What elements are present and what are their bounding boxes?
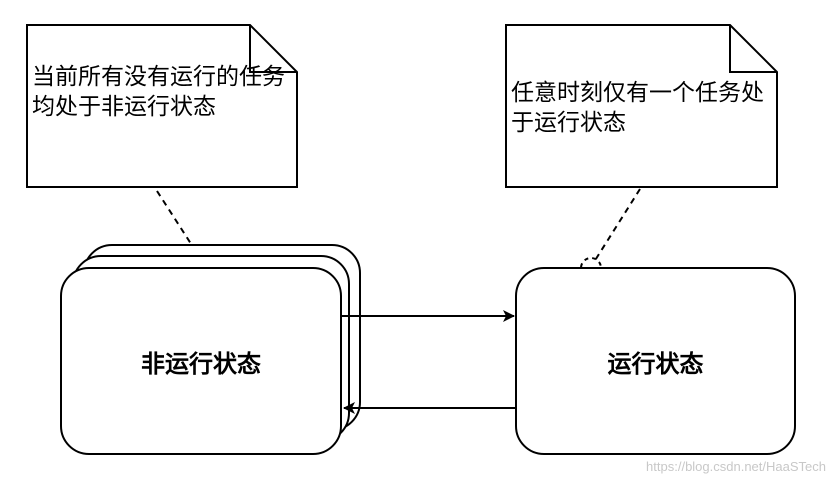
left-note-shape xyxy=(26,24,298,188)
left-note-text: 当前所有没有运行的任务均处于非运行状态 xyxy=(32,64,285,120)
watermark-text: https://blog.csdn.net/HaaSTech xyxy=(646,459,826,474)
running-state-box xyxy=(515,267,796,455)
non-running-state-box xyxy=(60,244,361,455)
running-state-label: 运行状态 xyxy=(607,350,704,378)
non-running-state-label: 非运行状态 xyxy=(141,350,261,378)
right-note-connector xyxy=(593,188,641,263)
right-note-text: 任意时刻仅有一个任务处于运行状态 xyxy=(511,80,764,136)
left-note-connector xyxy=(156,190,196,251)
right-note-shape xyxy=(505,24,778,188)
